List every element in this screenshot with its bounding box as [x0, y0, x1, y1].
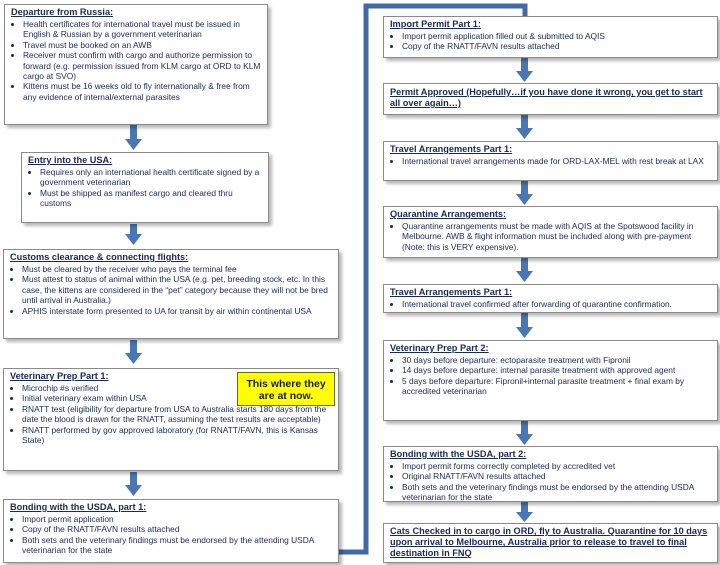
arrow-left-2	[125, 224, 142, 245]
step-item: Health certificates for international tr…	[23, 19, 261, 40]
step-item: Both sets and the veterinary findings mu…	[22, 535, 332, 556]
step-customs-clearance: Customs clearance & connecting flights: …	[3, 249, 339, 339]
step-item: Microchip #s verified	[22, 383, 244, 393]
step-quarantine-arrangements: Quarantine Arrangements: Quarantine arra…	[383, 206, 718, 258]
step-veterinary-prep-2: Veterinary Prep Part 2: 30 days before d…	[383, 340, 718, 421]
step-veterinary-prep-1: Veterinary Prep Part 1: Microchip #s ver…	[3, 368, 339, 471]
current-status-note: This where they are at now.	[237, 372, 335, 406]
step-title: Bonding with the USDA, part 2:	[390, 449, 527, 459]
step-item: Must attest to status of animal within t…	[22, 274, 332, 305]
arrow-right-5	[516, 313, 533, 338]
arrow-left-1	[125, 125, 142, 150]
step-item: APHIS interstate form presented to UA fo…	[22, 306, 332, 316]
step-entry-usa: Entry into the USA: Requires only an int…	[21, 152, 269, 223]
step-title: Permit Approved (Hopefully…if you have d…	[390, 87, 703, 108]
arrow-right-6	[516, 421, 533, 445]
step-item: Import permit application	[22, 514, 332, 524]
step-title: Customs clearance & connecting flights:	[10, 252, 189, 262]
step-item: Quarantine arrangements must be made wit…	[402, 221, 711, 252]
step-title: Veterinary Prep Part 1:	[10, 371, 109, 381]
arrow-right-3	[516, 181, 533, 205]
step-item: Receiver must confirm with cargo and aut…	[23, 50, 261, 81]
step-item: Import permit forms correctly completed …	[402, 461, 711, 471]
step-item: 5 days before departure: Fipronil+intern…	[402, 376, 711, 397]
step-title: Bonding with the USDA, part 1:	[10, 502, 147, 512]
step-item: Kittens must be 16 weeks old to fly inte…	[23, 81, 261, 102]
step-item: Original RNATT/FAVN results attached	[402, 471, 711, 481]
step-bonding-usda-2: Bonding with the USDA, part 2: Import pe…	[383, 446, 718, 502]
step-title: Travel Arrangements Part 1:	[390, 287, 513, 297]
step-title: Veterinary Prep Part 2:	[390, 343, 489, 353]
step-travel-arrangements-1: Travel Arrangements Part 1: Internationa…	[383, 141, 718, 181]
step-departure-russia: Departure from Russia: Health certificat…	[4, 4, 268, 125]
step-title: Departure from Russia:	[11, 7, 114, 17]
step-item: Requires only an international health ce…	[40, 167, 262, 188]
arrow-right-2	[516, 115, 533, 139]
step-item: RNATT performed by gov approved laborato…	[22, 425, 332, 446]
step-item: Import permit application filled out & s…	[402, 31, 711, 41]
step-item: 30 days before departure: ectoparasite t…	[402, 355, 711, 365]
step-item: Must be cleared by the receiver who pays…	[22, 264, 332, 274]
step-title: Travel Arrangements Part 1:	[390, 144, 513, 154]
step-permit-approved: Permit Approved (Hopefully…if you have d…	[383, 83, 718, 115]
step-item: RNATT test (eligibility for departure fr…	[22, 404, 332, 425]
step-title: Import Permit Part 1:	[390, 19, 481, 29]
step-cats-checked-in: Cats Checked in to cargo in ORD, fly to …	[383, 523, 718, 563]
step-item: Initial veterinary exam within USA	[22, 393, 244, 403]
step-title: Quarantine Arrangements:	[390, 209, 507, 219]
arrow-left-3	[125, 340, 142, 364]
step-item: International travel confirmed after for…	[402, 299, 711, 309]
step-item: International travel arrangements made f…	[402, 156, 711, 166]
step-item: Copy of the RNATT/FAVN results attached	[22, 524, 332, 534]
arrow-right-4	[516, 258, 533, 282]
step-item: Must be shipped as manifest cargo and cl…	[40, 188, 262, 209]
step-item: 14 days before departure: internal paras…	[402, 365, 711, 375]
arrow-right-1	[516, 58, 533, 82]
arrow-left-4	[125, 472, 142, 496]
step-bonding-usda-1: Bonding with the USDA, part 1: Import pe…	[3, 499, 339, 563]
step-title: Entry into the USA:	[28, 155, 113, 165]
step-item: Travel must be booked on an AWB	[23, 40, 261, 50]
step-travel-confirmed: Travel Arrangements Part 1: Internationa…	[383, 284, 718, 313]
step-item: Both sets and the veterinary findings mu…	[402, 482, 711, 503]
step-title: Cats Checked in to cargo in ORD, fly to …	[390, 526, 708, 558]
step-import-permit-1: Import Permit Part 1: Import permit appl…	[383, 16, 718, 58]
step-item: Copy of the RNATT/FAVN results attached	[402, 41, 711, 51]
arrow-right-7	[516, 502, 533, 522]
